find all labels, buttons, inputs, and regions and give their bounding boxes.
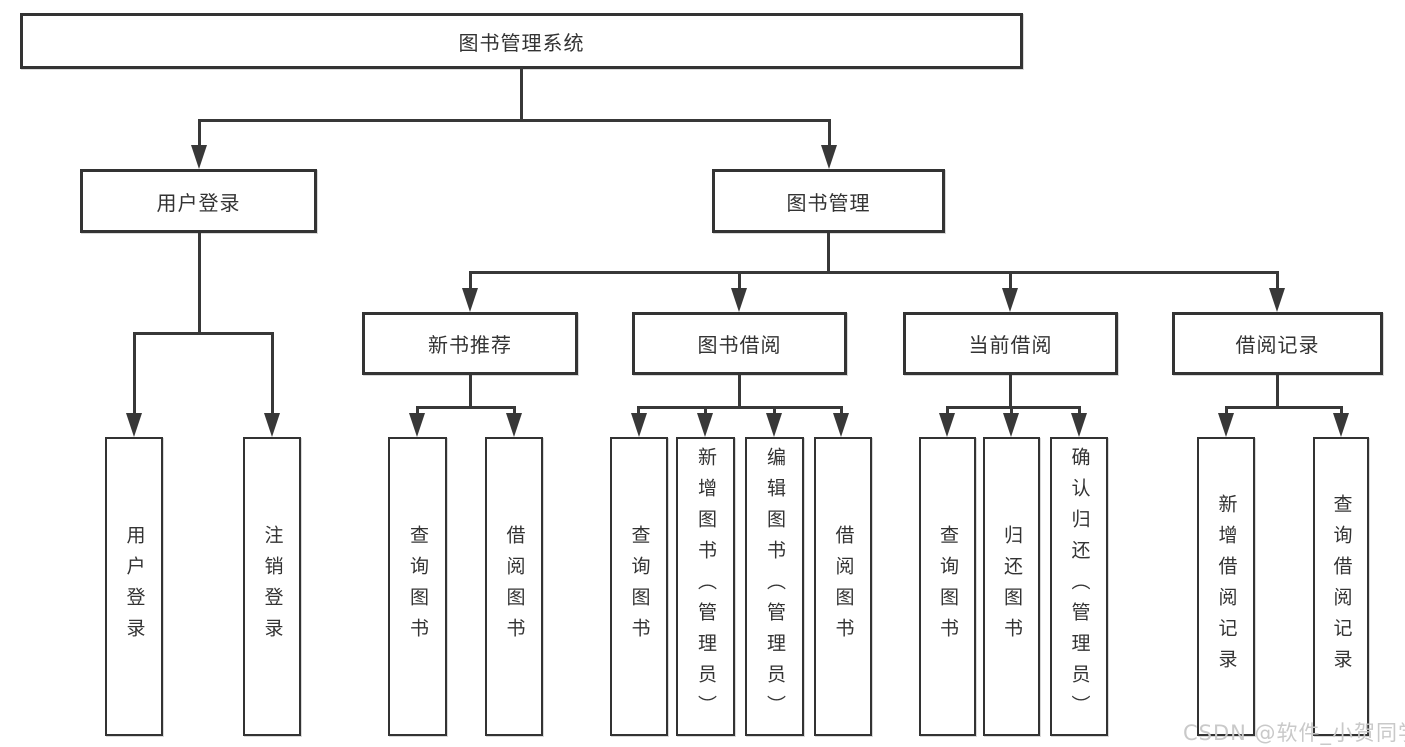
node-user-login: 用户登录 — [80, 169, 317, 233]
leaf-borrow-book-borrowing: 借阅图书 — [814, 437, 872, 736]
arrow-down-icon — [1071, 413, 1087, 437]
connector-line — [1225, 406, 1228, 415]
node-book-borrowing: 图书借阅 — [632, 312, 847, 375]
connector-line — [198, 233, 201, 334]
connector-line — [133, 332, 274, 335]
node-book-management: 图书管理 — [712, 169, 945, 233]
arrow-down-icon — [631, 413, 647, 437]
connector-line — [946, 406, 949, 415]
connector-line — [469, 271, 472, 289]
arrow-down-icon — [191, 145, 207, 169]
arrow-down-icon — [821, 145, 837, 169]
connector-line — [637, 406, 640, 415]
leaf-query-borrow-record: 查询借阅记录 — [1313, 437, 1369, 736]
leaf-add-borrow-record: 新增借阅记录 — [1197, 437, 1255, 736]
leaf-add-book-admin: 新增图书（管理员） — [676, 437, 735, 736]
connector-line — [469, 271, 1279, 274]
connector-line — [637, 406, 842, 409]
node-current-borrowing: 当前借阅 — [903, 312, 1118, 375]
arrow-down-icon — [506, 413, 522, 437]
arrow-down-icon — [1003, 413, 1019, 437]
connector-line — [704, 406, 707, 415]
node-borrowing-records: 借阅记录 — [1172, 312, 1383, 375]
leaf-query-book-current: 查询图书 — [919, 437, 976, 736]
arrow-down-icon — [126, 413, 142, 437]
connector-line — [1340, 406, 1343, 415]
connector-line — [469, 375, 472, 408]
connector-line — [738, 271, 741, 289]
leaf-query-book-borrowing: 查询图书 — [610, 437, 668, 736]
connector-line — [1078, 406, 1081, 415]
arrow-down-icon — [1218, 413, 1234, 437]
connector-line — [1009, 271, 1012, 289]
leaf-edit-book-admin: 编辑图书（管理员） — [745, 437, 804, 736]
connector-line — [271, 332, 274, 414]
arrow-down-icon — [1002, 288, 1018, 312]
connector-line — [198, 119, 831, 122]
leaf-query-book-recommend: 查询图书 — [388, 437, 447, 736]
leaf-confirm-return-admin: 确认归还（管理员） — [1050, 437, 1108, 736]
connector-line — [416, 406, 516, 409]
arrow-down-icon — [766, 413, 782, 437]
leaf-logout-login: 注销登录 — [243, 437, 301, 736]
leaf-borrow-book-recommend: 借阅图书 — [485, 437, 543, 736]
connector-line — [1010, 406, 1013, 415]
leaf-user-login: 用户登录 — [105, 437, 163, 736]
connector-line — [773, 406, 776, 415]
connector-line — [828, 119, 831, 146]
arrow-down-icon — [264, 413, 280, 437]
connector-line — [416, 406, 419, 415]
connector-line — [520, 67, 523, 120]
connector-line — [133, 332, 136, 414]
watermark: CSDN @软件_小贺同学 — [1183, 721, 1405, 745]
node-new-book-recommend: 新书推荐 — [362, 312, 578, 375]
arrow-down-icon — [409, 413, 425, 437]
connector-line — [1225, 406, 1342, 409]
connector-line — [198, 119, 201, 146]
connector-line — [827, 233, 830, 273]
arrow-down-icon — [462, 288, 478, 312]
arrow-down-icon — [833, 413, 849, 437]
arrow-down-icon — [1269, 288, 1285, 312]
connector-line — [738, 375, 741, 408]
connector-line — [513, 406, 516, 415]
leaf-return-book: 归还图书 — [983, 437, 1040, 736]
arrow-down-icon — [697, 413, 713, 437]
connector-line — [840, 406, 843, 415]
arrow-down-icon — [731, 288, 747, 312]
node-root: 图书管理系统 — [20, 13, 1023, 69]
connector-line — [1009, 375, 1012, 408]
connector-line — [1276, 271, 1279, 289]
connector-line — [1276, 375, 1279, 408]
arrow-down-icon — [939, 413, 955, 437]
connector-line — [946, 406, 1080, 409]
arrow-down-icon — [1333, 413, 1349, 437]
